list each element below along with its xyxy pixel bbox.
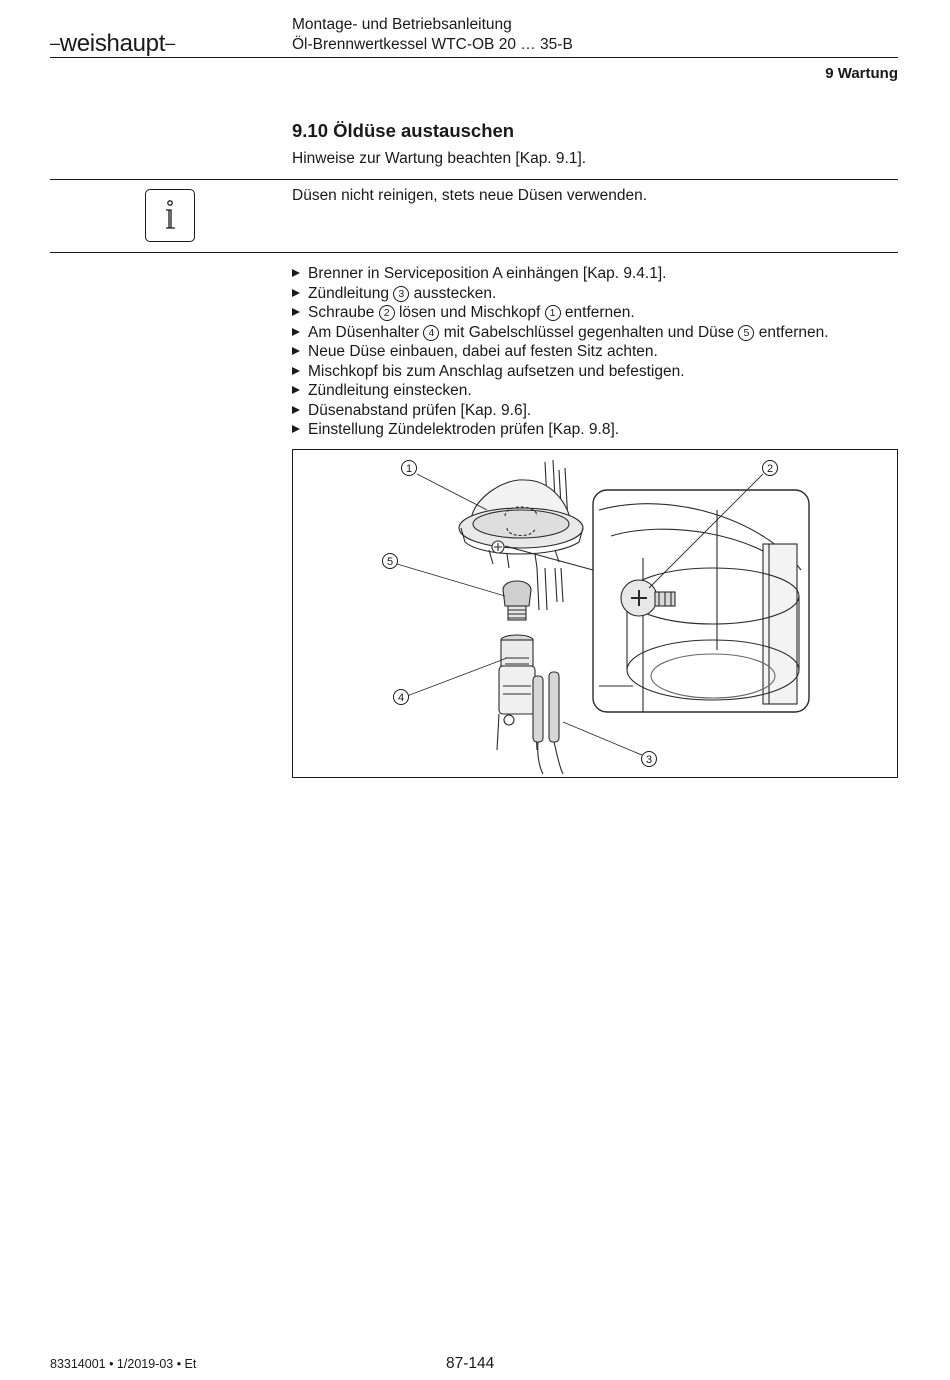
step-text: Brenner in Serviceposition A einhängen [… <box>308 265 667 282</box>
footer-page-number: 87-144 <box>446 1355 495 1372</box>
bullet-triangle-icon <box>292 288 300 297</box>
circled-number: 5 <box>738 324 755 341</box>
callout-5: 5 <box>382 553 398 569</box>
callout-label: 4 <box>398 692 404 704</box>
bullet-triangle-icon <box>292 269 300 277</box>
callout-group: 1 2 3 4 5 <box>382 460 778 767</box>
circled-number: 4 <box>423 324 440 341</box>
step-text: Zündleitung <box>308 284 394 302</box>
step-text: Einstellung Zündelektroden prüfen [Kap. … <box>308 421 620 438</box>
step-text: entfernen. <box>560 304 635 321</box>
callout-label: 1 <box>406 463 412 475</box>
step-item: Einstellung Zündelektroden prüfen [Kap. … <box>292 420 829 440</box>
step-text: Zündleitung einstecken. <box>308 382 472 399</box>
info-icon <box>145 189 195 242</box>
nozzle-illustration: 1 2 3 4 5 <box>382 459 810 775</box>
callout-label: 5 <box>387 556 393 568</box>
section-intro: Hinweise zur Wartung beachten [Kap. 9.1]… <box>292 150 587 167</box>
bullet-triangle-icon <box>292 308 300 316</box>
info-divider-top <box>50 179 898 180</box>
step-item: Neue Düse einbauen, dabei auf festen Sit… <box>292 342 829 362</box>
bullet-triangle-icon <box>292 405 300 414</box>
step-list: Brenner in Serviceposition A einhängen [… <box>292 264 829 440</box>
brand-logo: –weishaupt– <box>50 30 175 57</box>
step-text: mit Gabelschlüssel gegenhalten und Düse <box>439 323 739 341</box>
step-text: Neue Düse einbauen, dabei auf festen Sit… <box>308 343 658 360</box>
step-item: Am Düsenhalter 4 mit Gabelschlüssel gege… <box>292 323 829 343</box>
bullet-triangle-icon <box>292 386 300 394</box>
bullet-triangle-icon <box>292 425 300 433</box>
circled-number: 3 <box>393 285 410 302</box>
nozzle-figure: 1 2 3 4 5 <box>292 449 898 778</box>
callout-label: 2 <box>767 463 773 475</box>
step-text: Am Düsenhalter <box>308 323 424 341</box>
step-item: Brenner in Serviceposition A einhängen [… <box>292 264 829 284</box>
chapter-label: 9 Wartung <box>825 65 898 82</box>
step-item: Düsenabstand prüfen [Kap. 9.6]. <box>292 401 829 421</box>
info-divider-bottom <box>50 252 898 253</box>
header-divider <box>50 57 898 58</box>
step-text: Düsenabstand prüfen [Kap. 9.6]. <box>308 401 532 419</box>
callout-label: 3 <box>646 754 652 766</box>
callout-2: 2 <box>762 460 778 476</box>
brand-name: weishaupt <box>59 30 166 57</box>
step-text: lösen und Mischkopf <box>394 304 545 321</box>
step-text: Mischkopf bis zum Anschlag aufsetzen und… <box>308 362 685 380</box>
step-item: Schraube 2 lösen und Mischkopf 1 entfern… <box>292 303 829 323</box>
step-item: Zündleitung einstecken. <box>292 381 829 401</box>
section-title: 9.10 Öldüse austauschen <box>292 120 515 141</box>
footer-document-number: 83314001 • 1/2019-03 • Et <box>50 1357 197 1371</box>
bullet-triangle-icon <box>292 327 300 336</box>
circled-number: 1 <box>544 305 561 321</box>
step-item: Mischkopf bis zum Anschlag aufsetzen und… <box>292 362 829 382</box>
callout-4: 4 <box>393 689 409 705</box>
info-text: Düsen nicht reinigen, stets neue Düsen v… <box>292 187 647 204</box>
circled-number: 2 <box>378 305 395 321</box>
step-item: Zündleitung 3 ausstecken. <box>292 284 829 304</box>
info-glyph <box>166 200 175 229</box>
callout-3: 3 <box>641 751 657 767</box>
bullet-triangle-icon <box>292 366 300 375</box>
callout-1: 1 <box>401 460 417 476</box>
bullet-triangle-icon <box>292 347 300 355</box>
step-text: Schraube <box>308 304 379 321</box>
step-text: ausstecken. <box>409 284 497 302</box>
step-text: entfernen. <box>754 323 829 341</box>
header-document-type: Montage- und Betriebsanleitung <box>292 16 512 33</box>
header-product-name: Öl-Brennwertkessel WTC-OB 20 … 35-B <box>292 36 573 53</box>
